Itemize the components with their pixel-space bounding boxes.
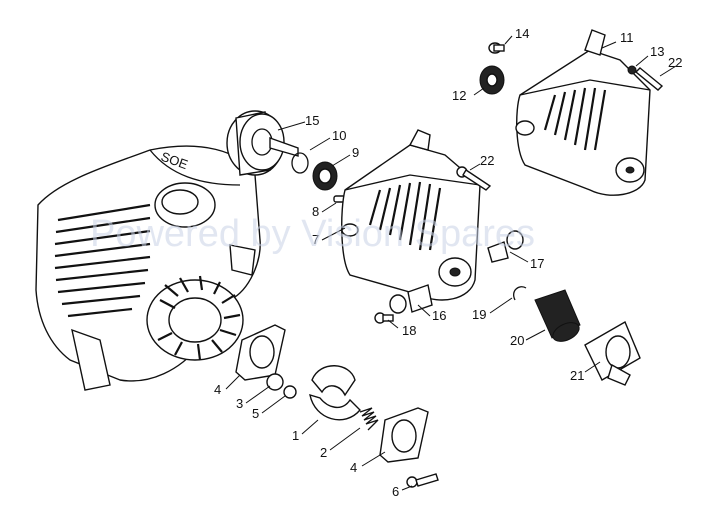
label-9: 9 <box>352 145 359 160</box>
drive-sleeve <box>534 289 581 342</box>
label-6: 6 <box>392 484 399 499</box>
label-22-front: 22 <box>480 153 494 168</box>
clutch-drum <box>226 110 299 176</box>
engine-grille <box>54 203 151 318</box>
flywheel <box>146 275 244 361</box>
label-4-upper: 4 <box>214 382 221 397</box>
label-8: 8 <box>312 204 319 219</box>
label-13: 13 <box>650 44 664 59</box>
label-21: 21 <box>570 368 584 383</box>
clutch-plate-4-upper <box>235 324 286 381</box>
label-2: 2 <box>320 445 327 460</box>
screw-6 <box>406 473 439 488</box>
watermark: Powered by Vision Spares <box>90 213 535 255</box>
label-14: 14 <box>515 26 529 41</box>
label-5: 5 <box>252 406 259 421</box>
label-11: 11 <box>620 30 634 45</box>
bushing-16 <box>389 284 433 314</box>
label-7: 7 <box>312 232 319 247</box>
label-12: 12 <box>452 88 466 103</box>
ball-bearing <box>312 161 338 191</box>
label-1: 1 <box>292 428 299 443</box>
label-15: 15 <box>305 113 319 128</box>
bushing-17 <box>487 230 524 263</box>
label-16: 16 <box>432 308 446 323</box>
label-4-lower: 4 <box>350 460 357 475</box>
screw-22-rear <box>627 65 664 91</box>
clutch-plate-4-lower <box>379 407 429 463</box>
clutch-shoes <box>309 365 361 421</box>
label-22-rear: 22 <box>668 55 682 70</box>
leader-lines <box>225 35 677 491</box>
sleeve-3 <box>266 373 284 391</box>
part-number-labels: 15 10 9 8 7 12 14 11 13 22 22 17 16 18 1… <box>214 26 682 499</box>
screw-18 <box>374 312 394 324</box>
label-10: 10 <box>332 128 346 143</box>
circlip-19 <box>513 286 527 301</box>
bearing-12 <box>479 65 505 95</box>
washer-5 <box>283 385 297 399</box>
screw-22-front <box>456 166 492 191</box>
label-18: 18 <box>402 323 416 338</box>
screw-14 <box>488 42 505 54</box>
engine-block: SOE <box>35 145 261 391</box>
circlip <box>291 152 309 174</box>
label-17: 17 <box>530 256 544 271</box>
gear-housing-front <box>341 129 481 301</box>
label-20: 20 <box>510 333 524 348</box>
clamp-sleeve <box>584 320 641 386</box>
spring-2 <box>359 407 379 431</box>
gear-housing-rear <box>515 29 651 196</box>
label-19: 19 <box>472 307 486 322</box>
label-3: 3 <box>236 396 243 411</box>
